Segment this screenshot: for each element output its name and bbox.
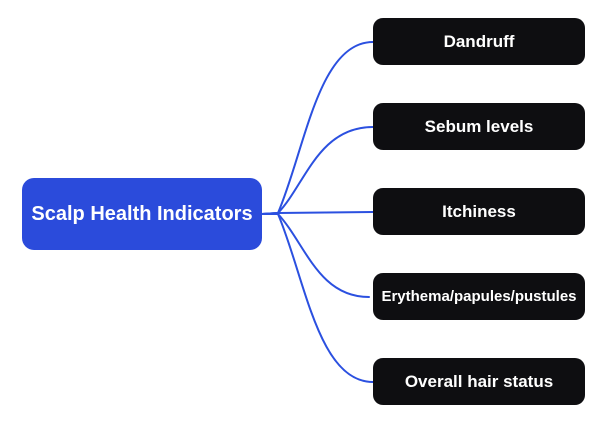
branch-node-label: Sebum levels xyxy=(424,116,534,136)
branch-node-label: Overall hair status xyxy=(404,371,554,391)
connector-line-itchiness xyxy=(261,211,374,215)
branch-node-itchiness[interactable]: Itchiness xyxy=(373,188,585,235)
branch-node-label: Dandruff xyxy=(443,31,515,51)
connector-line-sebum-levels xyxy=(261,126,374,215)
connector-line-dandruff xyxy=(261,41,374,215)
branch-node-dandruff[interactable]: Dandruff xyxy=(373,18,585,65)
branch-node-erythema-papules-pustules[interactable]: Erythema/papules/pustules xyxy=(373,273,585,320)
root-node-label: Scalp Health Indicators xyxy=(31,202,253,225)
connector-line-erythema xyxy=(261,213,370,298)
branch-node-overall-hair-status[interactable]: Overall hair status xyxy=(373,358,585,405)
branch-node-label: Erythema/papules/pustules xyxy=(381,288,577,305)
branch-node-label: Itchiness xyxy=(442,201,516,221)
root-node-scalp-health-indicators[interactable]: Scalp Health Indicators xyxy=(22,178,262,250)
connector-line-overall-hair-status xyxy=(261,213,374,383)
branch-node-sebum-levels[interactable]: Sebum levels xyxy=(373,103,585,150)
